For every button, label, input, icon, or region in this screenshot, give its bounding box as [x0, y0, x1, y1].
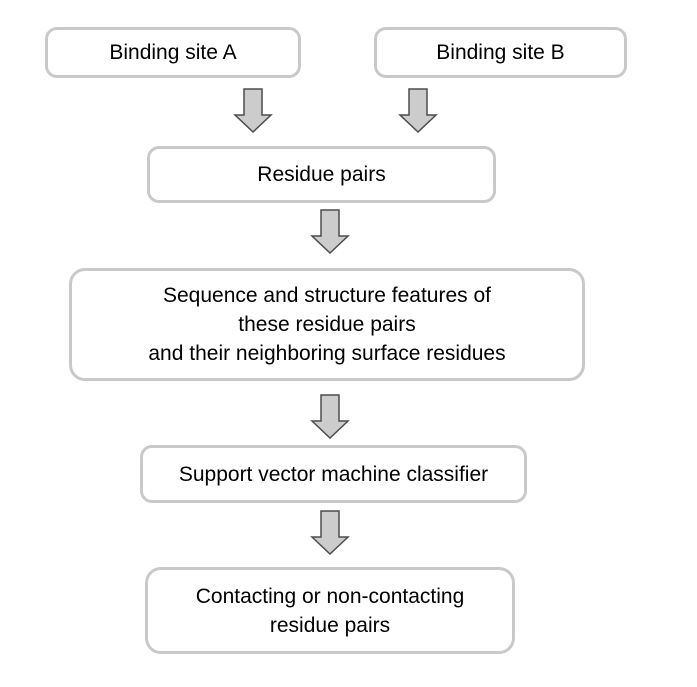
down-arrow-icon — [310, 510, 350, 555]
down-arrow-icon — [398, 88, 438, 133]
down-arrow-icon — [233, 88, 273, 133]
node-binding-site-a: Binding site A — [45, 27, 301, 78]
node-svm-classifier: Support vector machine classifier — [140, 445, 527, 503]
down-arrow-icon — [310, 209, 350, 254]
node-output: Contacting or non-contacting residue pai… — [145, 567, 515, 654]
node-binding-site-b-label: Binding site B — [436, 41, 565, 64]
node-residue-pairs-label: Residue pairs — [257, 163, 386, 186]
node-residue-pairs: Residue pairs — [147, 146, 496, 203]
node-output-line-2: residue pairs — [269, 613, 391, 637]
node-features-line-3: and their neighboring surface residues — [148, 342, 506, 365]
node-binding-site-a-label: Binding site A — [109, 41, 237, 64]
node-features-line-1: Sequence and structure features of — [162, 284, 492, 307]
node-binding-site-b: Binding site B — [374, 27, 627, 78]
down-arrow-icon — [310, 394, 350, 439]
node-svm-classifier-label: Support vector machine classifier — [178, 462, 489, 486]
node-features-line-2: these residue pairs — [238, 313, 416, 336]
node-features: Sequence and structure features of these… — [69, 268, 585, 381]
node-output-line-1: Contacting or non-contacting — [195, 584, 465, 608]
